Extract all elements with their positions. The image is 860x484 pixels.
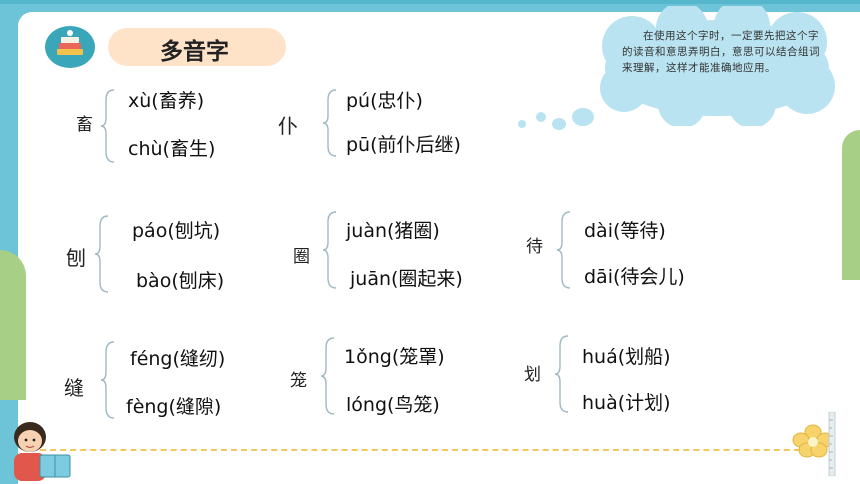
cloud-bubble [518,120,526,128]
reading-kid-illustration [14,422,71,481]
pinyin-reading: dài(等待) [584,220,666,242]
brace [94,215,109,293]
brace [322,89,337,157]
pinyin-reading: fèng(缝隙) [126,396,222,418]
cloud-bubble [536,112,546,122]
polyphone-char: 缝 [64,376,84,400]
brace [320,337,335,415]
ruler-decoration [828,412,836,476]
pinyin-reading: xù(畜养) [128,90,205,112]
brace [100,89,115,163]
polyphone-char: 仆 [278,114,298,138]
polyphone-char: 畜 [76,115,93,135]
flower-icon [792,424,834,458]
cloud-bubble [552,118,566,130]
polyphone-char: 待 [526,237,543,257]
polyphone-char: 笼 [290,371,307,391]
pinyin-reading: pū(前仆后继) [346,134,461,156]
pinyin-reading: 1ǒng(笼罩) [344,346,445,368]
top-stripe [0,0,860,4]
pinyin-reading: páo(刨坑) [132,220,221,242]
pinyin-reading: juàn(猪圈) [346,220,440,242]
pinyin-reading: huà(计划) [582,392,671,414]
pinyin-reading: dāi(待会儿) [584,266,685,288]
cloud-note: 在使用这个字时，一定要先把这个字的读音和意思弄明白，意思可以结合组词来理解，这样… [622,30,820,74]
left-hill-decoration [0,250,26,400]
dashed-divider [40,449,820,451]
thought-cloud-icon [600,6,835,126]
brace [100,341,115,419]
pinyin-reading: chù(畜生) [128,138,216,160]
pinyin-reading: féng(缝纫) [130,348,226,370]
polyphone-char: 圈 [293,247,310,267]
brace [556,211,571,289]
brace [554,335,569,413]
cloud-bubble [572,108,594,126]
pinyin-reading: lóng(鸟笼) [346,394,440,416]
pinyin-reading: huá(划船) [582,346,671,368]
pinyin-reading: juān(圈起来) [350,268,463,290]
pinyin-reading: pú(忠仆) [346,90,423,112]
right-hill-decoration [842,130,860,280]
polyphone-char: 划 [524,365,541,385]
polyphone-char: 刨 [66,246,86,270]
brace [322,211,337,289]
page-title: 多音字 [160,39,229,65]
pinyin-reading: bào(刨床) [136,270,225,292]
title-pill [108,28,286,66]
books-badge-icon [45,26,95,68]
